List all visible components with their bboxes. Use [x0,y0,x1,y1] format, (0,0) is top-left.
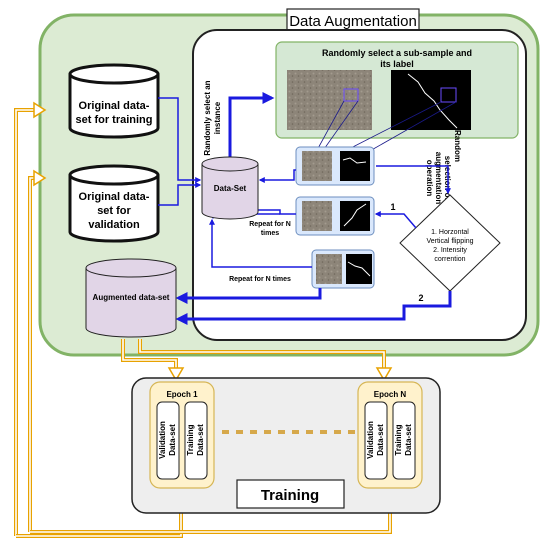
validation-dataset-line3: validation [88,219,140,231]
repeat-1-line1: Repeat for N [249,221,291,228]
crack-image [287,70,372,130]
random-op-line4: operation [425,160,434,197]
training-dataset-cylinder [68,63,160,139]
epoch-n-training-line2: Data-set [404,424,413,456]
branch-1-label: 1 [390,202,395,212]
arrow-option-2 [175,291,452,325]
epoch-1-training-box [184,401,208,480]
epoch-1-label: Epoch 1 [166,390,198,399]
arrow-to-decision [376,165,451,195]
random-op-line3: augmentation [434,152,443,205]
repeat-1-line2: times [261,230,279,237]
dataset-label: Data-Set [214,184,247,193]
epoch-1-validation-box [156,401,180,480]
epoch-n-label: Epoch N [374,390,407,399]
arrow-pair3-to-augmented [175,288,322,304]
operations-line2: Vertical flipping [426,238,473,245]
epoch-1-training-line1: Training [186,424,195,455]
arrow-training-to-dataset [158,97,202,183]
crack-line [407,73,458,129]
arrow-validation-to-dataset [158,182,202,206]
select-instance-line2: instance [213,101,222,134]
augmented-dataset-label: Augmented data-set [93,293,170,302]
epoch-1-validation-line1: Validation [158,421,167,459]
augmented-dataset-cylinder [85,258,177,338]
crack-label-image [391,70,471,130]
epoch-1-training-line2: Data-set [196,424,205,456]
augmentation-title: Data Augmentation [289,13,417,30]
arrow-repeat-2 [209,218,312,268]
training-title: Training [261,487,319,504]
epoch-n-training-box [392,401,416,480]
epoch-n-validation-line2: Data-set [376,424,385,456]
dataset-cylinder [201,156,259,220]
select-instance-line1: Randomly select an [203,80,212,155]
training-dataset-line2: set for training [75,114,152,126]
epoch-1-validation-line2: Data-set [168,424,177,456]
branch-2-label: 2 [418,293,423,303]
epoch-n-validation-box [364,401,388,480]
operations-line1: 1. Horzontal [431,229,469,236]
augmented-to-epochs-arrows [121,339,386,372]
repeat-2-label: Repeat for N times [229,276,291,283]
arrow-pair-to-dataset [258,169,296,183]
random-op-line1: Random [453,130,462,162]
epoch-n-validation-line1: Validation [366,421,375,459]
operations-line4: corrention [434,256,465,263]
sub-sample-title-line1: Randomly select a sub-sample and [322,48,472,58]
arrow-select-instance [228,92,275,158]
sub-sample-title-line2: its label [380,59,414,69]
training-title-box [236,479,345,509]
crack-image-selection [343,88,359,102]
crack-label-selection [440,87,457,103]
training-dataset-line1: Original data- [79,100,150,112]
arrow-option-1 [374,211,417,229]
validation-dataset-line2: set for [97,205,131,217]
validation-dataset-line1: Original data- [79,191,150,203]
epoch-n-training-line1: Training [394,424,403,455]
validation-dataset-cylinder [68,164,160,243]
operations-line3: 2. Intensity [433,247,467,254]
